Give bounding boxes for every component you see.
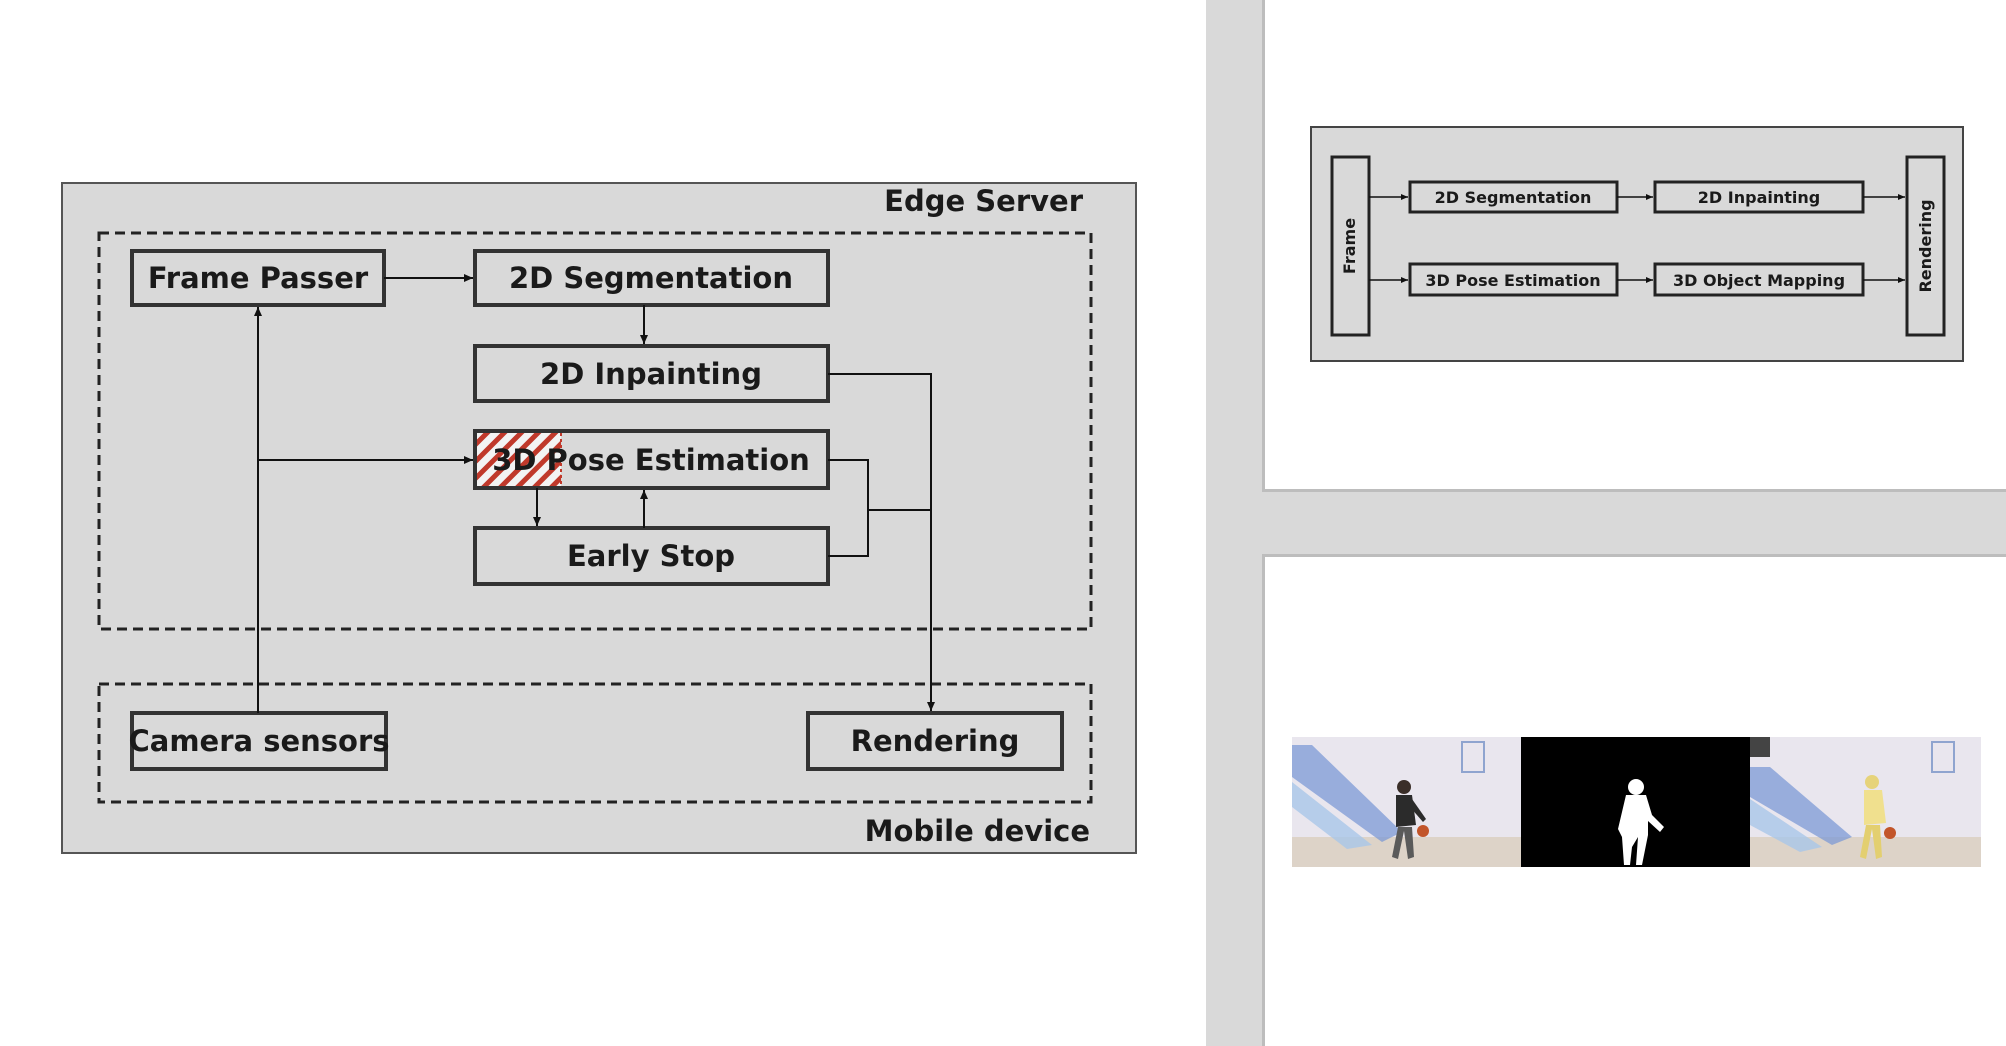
pose-hatched-area [477, 433, 561, 486]
mapping-box [1653, 262, 1865, 297]
frame-passer-label: Frame Passer [148, 261, 369, 295]
rt-pose-label: 3D Pose Estimation [1425, 271, 1600, 290]
rt-inpaint-label: 2D Inpainting [1698, 188, 1820, 207]
rt-seg-label: 2D Segmentation [1435, 188, 1592, 207]
left-architecture-diagram: Edge Server Mobile device Frame Passer 2… [61, 182, 1137, 854]
2d-segmentation-label: 2D Segmentation [509, 261, 793, 295]
frame-box [1330, 155, 1371, 337]
box-rendering [806, 711, 1064, 771]
box-2d-segmentation [473, 249, 830, 307]
box-camera-sensors [130, 711, 388, 771]
rendering-box [1905, 155, 1946, 337]
rendered-frame-image [1750, 737, 1981, 867]
early-stop-label: Early Stop [567, 539, 735, 573]
camera-sensors-label: Camera sensors [128, 724, 389, 758]
rt-rendering-label: Rendering [1916, 199, 1935, 292]
rendering-label: Rendering [851, 724, 1020, 758]
mobile-device-label: Mobile device [865, 814, 1090, 848]
box-early-stop [473, 526, 830, 586]
box-2d-inpainting [473, 344, 830, 403]
edge-server-region [97, 231, 1093, 631]
result-image-strip [1292, 737, 1981, 867]
pose-box [1408, 262, 1619, 297]
rt-frame-label: Frame [1340, 218, 1359, 274]
rt-mapping-label: 3D Object Mapping [1673, 271, 1845, 290]
right-pipeline-diagram: 2D Segmentation 2D Inpainting 3D Pose Es… [1310, 126, 1964, 362]
segmentation-mask-image [1521, 737, 1750, 867]
3d-pose-estimation-label: 3D Pose Estimation [492, 443, 810, 477]
2d-inpainting-label: 2D Inpainting [540, 357, 762, 391]
mobile-device-region [97, 682, 1093, 804]
original-frame-image [1292, 737, 1521, 867]
edge-server-label: Edge Server [884, 184, 1084, 218]
